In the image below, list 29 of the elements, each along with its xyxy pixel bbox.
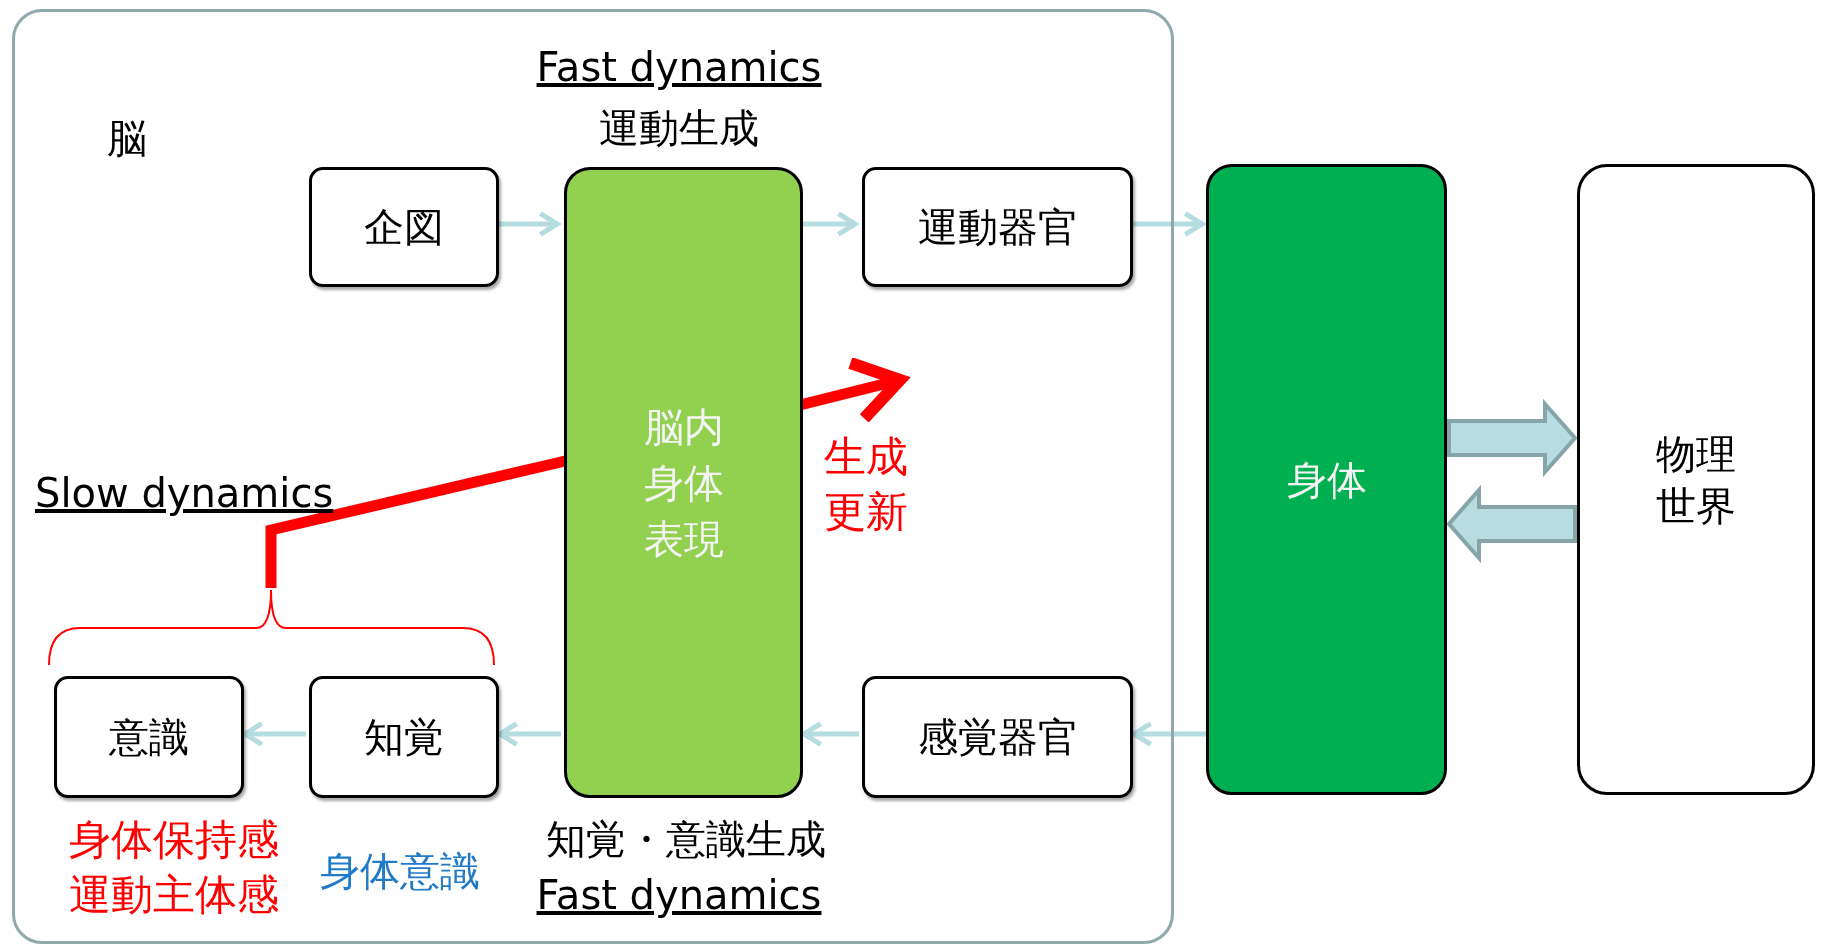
box-label: 脳 (107, 114, 147, 163)
process-box (309, 167, 499, 287)
block-arrow (1446, 484, 1577, 564)
caption-text: 知覚・意識生成 (546, 814, 826, 864)
process-box (862, 676, 1133, 798)
process-box (1577, 164, 1815, 795)
box-label: 知覚 (364, 713, 444, 762)
box-label: 運動器官 (917, 203, 1078, 252)
box-label: 感覚器官 (917, 713, 1078, 762)
box-label: 意識 (109, 713, 189, 762)
arrow (801, 721, 859, 747)
arrow (497, 721, 561, 747)
box-label: 身体 (1286, 455, 1367, 505)
arrow (242, 721, 306, 747)
box-label: 企図 (364, 203, 444, 252)
caption-text: Fast dynamics (536, 872, 822, 918)
block-arrow (1447, 398, 1578, 478)
process-box (862, 167, 1133, 287)
process-box (54, 676, 244, 798)
caption-text: 身体保持感運動主体感 (68, 814, 280, 921)
box-label: 物理世界 (1655, 429, 1737, 531)
dynamics-label: Slow dynamics (35, 470, 334, 516)
process-box (1206, 164, 1447, 795)
caption-text: 運動生成 (599, 103, 759, 153)
arrow (1131, 721, 1206, 747)
caption-text: Fast dynamics (536, 44, 822, 90)
caption-text: 身体意識 (320, 846, 480, 896)
container-frame (12, 9, 1174, 944)
process-box (309, 676, 499, 798)
